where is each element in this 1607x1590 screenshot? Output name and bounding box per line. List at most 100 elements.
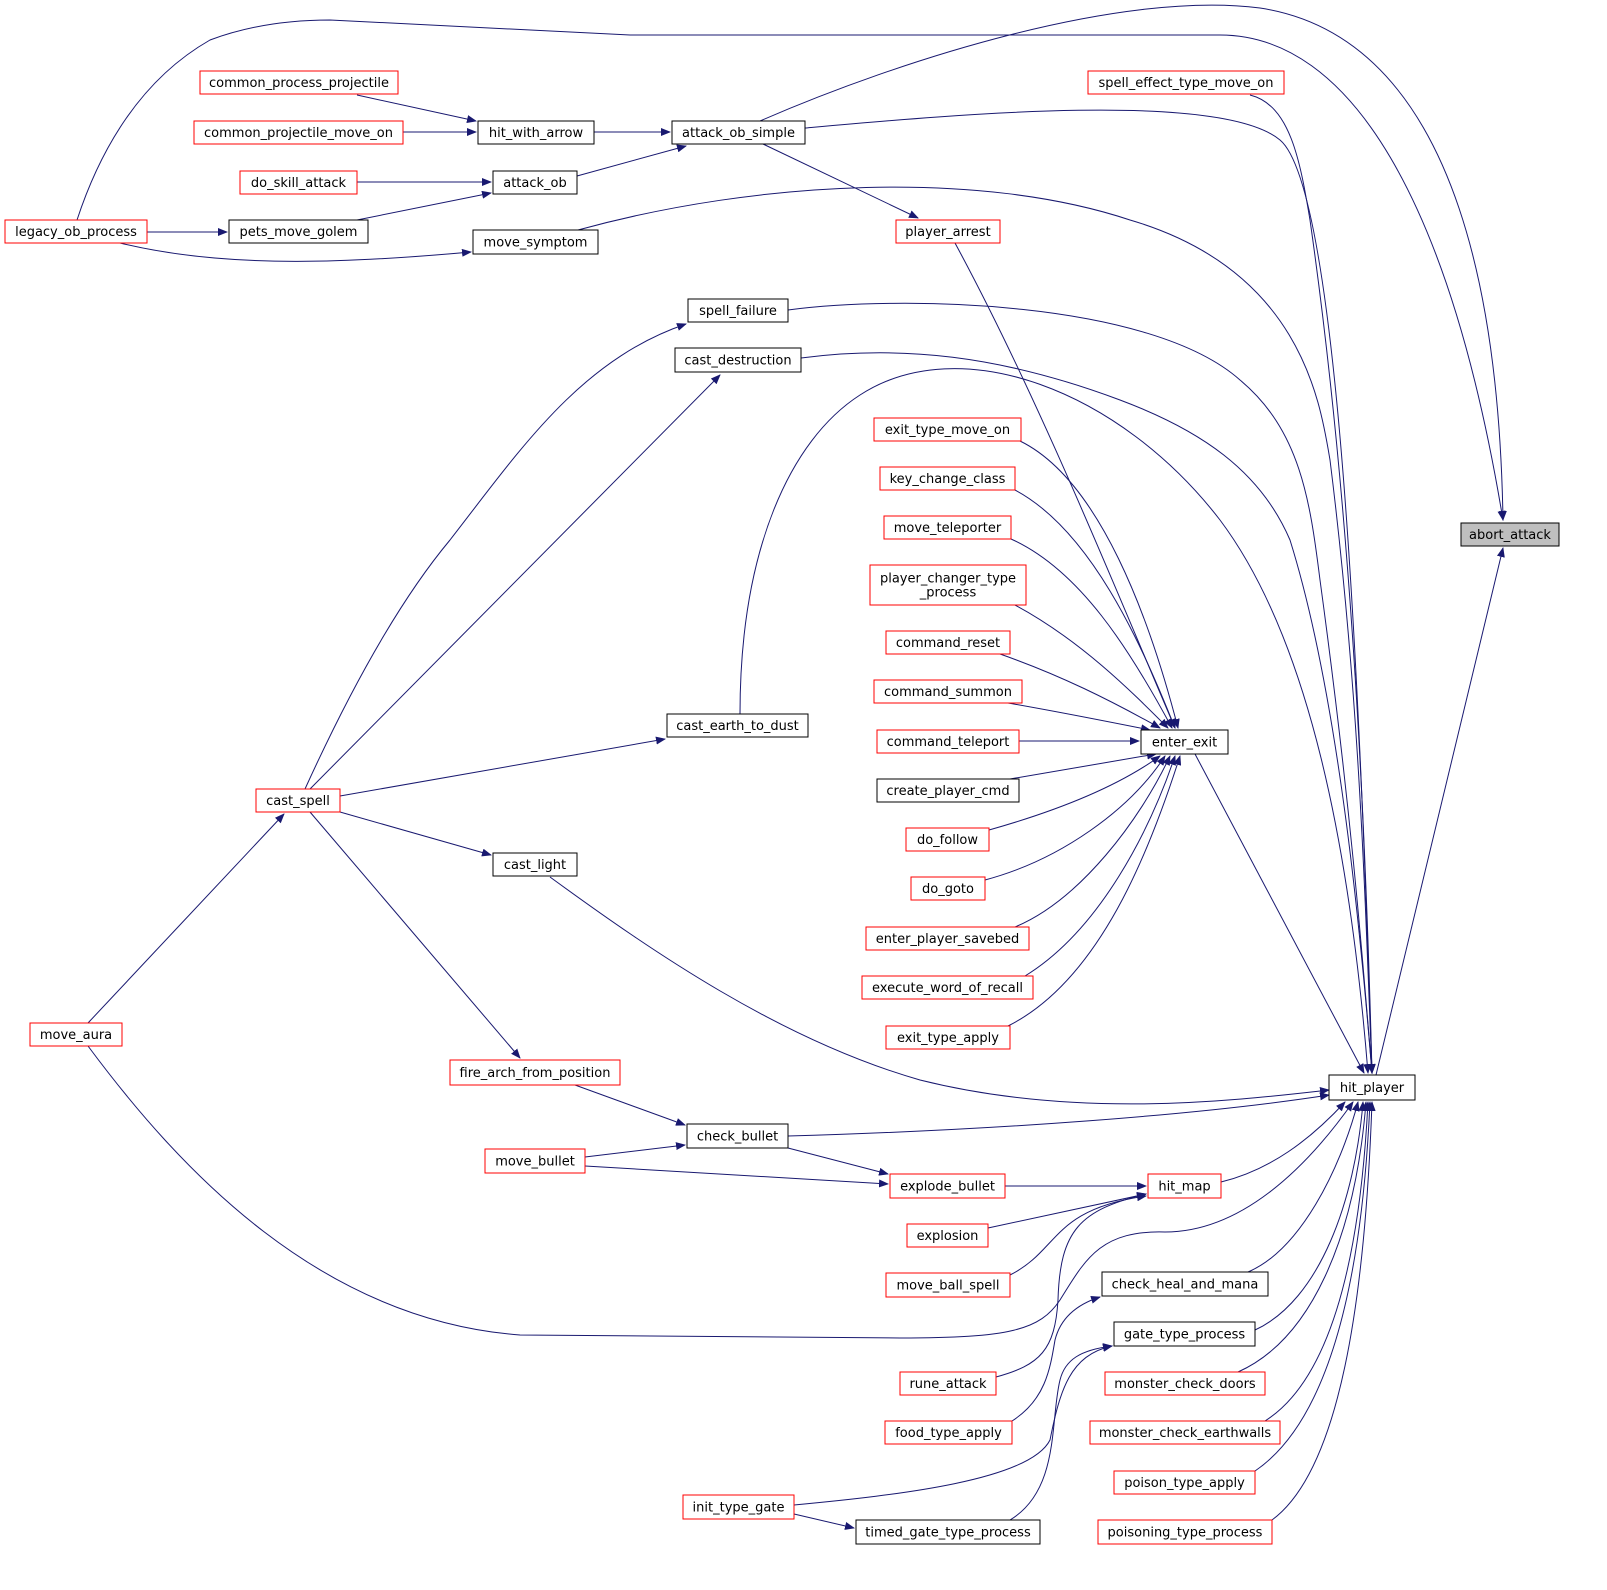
node-box (682, 1494, 795, 1520)
node-init-type-gate[interactable]: init_type_gate (682, 1494, 795, 1520)
edge-cast-spell-to-spell-failure (304, 323, 687, 790)
node-move-ball-spell[interactable]: move_ball_spell (885, 1272, 1011, 1298)
node-label: do_skill_attack (251, 176, 347, 191)
edge-exit-type-apply-to-enter-exit (1007, 755, 1182, 1027)
node-label: player_changer_type_process (880, 572, 1016, 601)
node-box (873, 679, 1023, 704)
node-hit-with-arrow[interactable]: hit_with_arrow (477, 120, 595, 145)
edge-rune-attack-to-hit-map (995, 1192, 1147, 1378)
node-do-follow[interactable]: do_follow (905, 827, 990, 852)
node-create-player-cmd[interactable]: create_player_cmd (876, 778, 1020, 803)
node-monster-check-doors[interactable]: monster_check_doors (1104, 1371, 1266, 1396)
node-spell-failure[interactable]: spell_failure (687, 298, 789, 323)
node-box (29, 1022, 123, 1047)
node-move-bullet[interactable]: move_bullet (484, 1148, 586, 1174)
node-spell-effect-type-move-on[interactable]: spell_effect_type_move_on (1087, 70, 1285, 95)
edge-do-follow-to-enter-exit (988, 755, 1161, 831)
node-label: move_teleporter (894, 521, 1002, 536)
node-box (905, 827, 990, 852)
node-move-teleporter[interactable]: move_teleporter (883, 515, 1012, 540)
edge-attack-ob-simple-to-player-arrest (762, 143, 919, 219)
node-exit-type-move-on[interactable]: exit_type_move_on (873, 417, 1022, 442)
edge-enter-player-savebed-to-enter-exit (1014, 755, 1171, 928)
node-player-changer-type-process[interactable]: player_changer_type_process (869, 564, 1027, 606)
node-poison-type-apply[interactable]: poison_type_apply (1113, 1470, 1256, 1495)
node-gate-type-process[interactable]: gate_type_process (1113, 1321, 1256, 1347)
node-poisoning-type-process[interactable]: poisoning_type_process (1097, 1519, 1273, 1545)
node-label: common_process_projectile (209, 76, 389, 91)
node-enter-player-savebed[interactable]: enter_player_savebed (865, 926, 1030, 951)
node-player-arrest[interactable]: player_arrest (895, 219, 1001, 244)
node-label: poisoning_type_process (1108, 1526, 1263, 1541)
node-explosion[interactable]: explosion (906, 1223, 989, 1248)
node-box (472, 229, 599, 255)
node-label: food_type_apply (895, 1426, 1002, 1441)
node-common-projectile-move-on[interactable]: common_projectile_move_on (193, 120, 404, 145)
edge-command-reset-to-enter-exit (999, 653, 1161, 729)
node-rune-attack[interactable]: rune_attack (899, 1371, 997, 1396)
node-label: poison_type_apply (1124, 1476, 1245, 1491)
node-do-goto[interactable]: do_goto (910, 876, 986, 901)
node-box (865, 926, 1030, 951)
node-label: move_bullet (495, 1155, 575, 1170)
node-cast-spell[interactable]: cast_spell (255, 788, 341, 813)
node-label: key_change_class (890, 472, 1006, 487)
node-attack-ob[interactable]: attack_ob (492, 170, 578, 195)
edge-enter-exit-to-hit-player (1194, 753, 1365, 1074)
edge-cast-spell-to-cast-light (339, 811, 492, 857)
node-move-aura[interactable]: move_aura (29, 1022, 123, 1047)
node-box (1113, 1321, 1256, 1347)
node-hit-player[interactable]: hit_player (1328, 1074, 1416, 1101)
node-cast-earth-to-dust[interactable]: cast_earth_to_dust (666, 713, 809, 738)
node-pets-move-golem[interactable]: pets_move_golem (228, 219, 369, 244)
node-label: hit_map (1158, 1180, 1210, 1195)
node-exit-type-apply[interactable]: exit_type_apply (885, 1025, 1011, 1050)
edge-cast-light-to-hit-player (549, 876, 1330, 1105)
node-label: monster_check_earthwalls (1099, 1426, 1272, 1441)
node-box (255, 788, 341, 813)
node-label: rune_attack (909, 1377, 987, 1392)
edge-cast-earth-to-dust-to-hit-player (739, 368, 1372, 1074)
node-fire-arch-from-position[interactable]: fire_arch_from_position (449, 1059, 621, 1086)
node-label: enter_player_savebed (876, 932, 1019, 947)
node-box (492, 852, 578, 877)
node-monster-check-earthwalls[interactable]: monster_check_earthwalls (1089, 1420, 1281, 1445)
node-attack-ob-simple[interactable]: attack_ob_simple (671, 120, 806, 145)
node-box (885, 1025, 1011, 1050)
node-key-change-class[interactable]: key_change_class (879, 466, 1016, 491)
node-hit-map[interactable]: hit_map (1147, 1173, 1222, 1199)
node-do-skill-attack[interactable]: do_skill_attack (239, 170, 358, 195)
edge-command-summon-to-enter-exit (1007, 702, 1151, 733)
node-command-summon[interactable]: command_summon (873, 679, 1023, 704)
edges-layer (76, 4, 1507, 1530)
node-food-type-apply[interactable]: food_type_apply (884, 1420, 1013, 1445)
node-command-reset[interactable]: command_reset (885, 630, 1011, 655)
node-box (1087, 70, 1285, 95)
node-box (239, 170, 358, 195)
node-command-teleport[interactable]: command_teleport (876, 729, 1020, 754)
node-legacy-ob-process[interactable]: legacy_ob_process (4, 219, 148, 244)
edge-create-player-cmd-to-enter-exit (1009, 751, 1157, 780)
node-label: command_reset (896, 636, 1000, 651)
node-label: player_arrest (905, 225, 990, 240)
node-common-process-projectile[interactable]: common_process_projectile (199, 70, 399, 95)
node-timed-gate-type-process[interactable]: timed_gate_type_process (855, 1519, 1041, 1545)
node-label: execute_word_of_recall (872, 981, 1023, 996)
node-explode-bullet[interactable]: explode_bullet (889, 1173, 1006, 1199)
node-cast-light[interactable]: cast_light (492, 852, 578, 877)
edge-cast-spell-to-fire-arch-from-position (309, 811, 521, 1059)
node-execute-word-of-recall[interactable]: execute_word_of_recall (861, 975, 1034, 1000)
node-box (1113, 1470, 1256, 1495)
edge-poisoning-type-process-to-hit-player (1271, 1101, 1376, 1521)
node-box (869, 564, 1027, 606)
node-cast-destruction[interactable]: cast_destruction (674, 347, 802, 373)
node-move-symptom[interactable]: move_symptom (472, 229, 599, 255)
node-enter-exit[interactable]: enter_exit (1140, 729, 1229, 755)
node-check-bullet[interactable]: check_bullet (686, 1123, 789, 1149)
node-check-heal-and-mana[interactable]: check_heal_and_mana (1101, 1271, 1269, 1297)
node-box (899, 1371, 997, 1396)
node-box (861, 975, 1034, 1000)
edge-spell-failure-to-hit-player (787, 302, 1376, 1074)
edge-move-bullet-to-check-bullet (584, 1142, 686, 1158)
